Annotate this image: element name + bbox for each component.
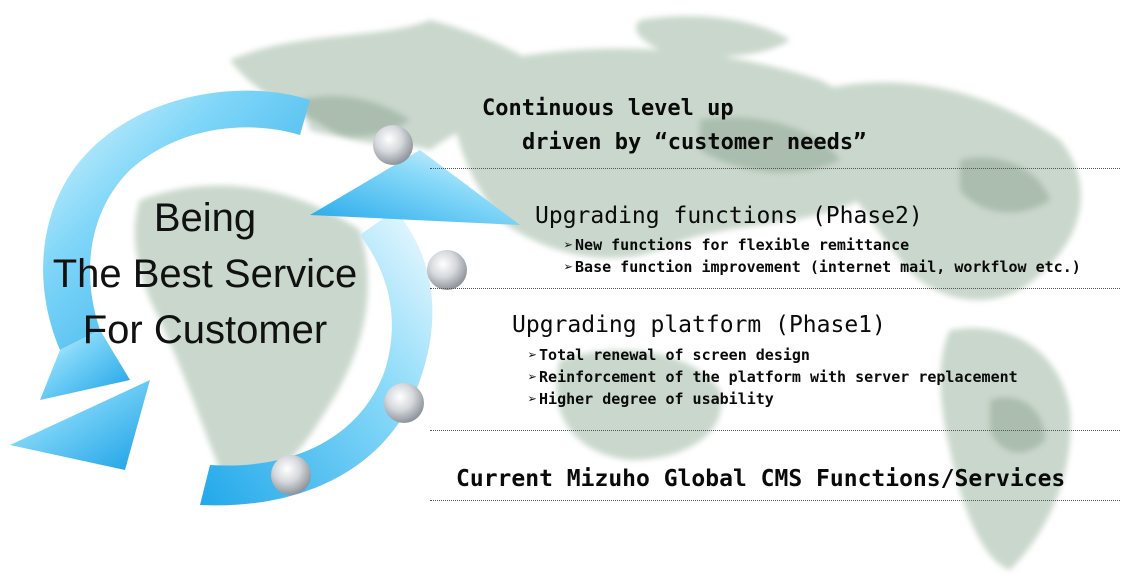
phase2-bullet-1: ➢New functions for flexible remittance xyxy=(564,236,909,254)
phase1-bullet-2-text: Reinforcement of the platform with serve… xyxy=(539,368,1018,386)
phase2-title: Upgrading functions (Phase2) xyxy=(535,203,923,229)
sphere-marker xyxy=(271,455,311,495)
bullet-arrow-icon: ➢ xyxy=(528,346,538,364)
sphere-marker xyxy=(427,250,467,290)
cycle-arrow-right xyxy=(200,150,520,506)
divider-phase2 xyxy=(430,288,1120,289)
bullet-arrow-icon: ➢ xyxy=(564,236,574,254)
sphere-marker xyxy=(373,125,413,165)
bullet-arrow-icon: ➢ xyxy=(528,390,538,408)
bullet-arrow-icon: ➢ xyxy=(528,368,538,386)
phase2-bullet-1-text: New functions for flexible remittance xyxy=(575,236,910,254)
phase1-title: Upgrading platform (Phase1) xyxy=(512,312,886,338)
bullet-arrow-icon: ➢ xyxy=(564,258,574,276)
cycle-arrows xyxy=(10,90,520,506)
center-statement: Being The Best Service For Customer xyxy=(0,190,410,358)
divider-top xyxy=(430,168,1120,169)
top-note-line-2: driven by “customer needs” xyxy=(522,130,867,155)
phase1-bullet-3-text: Higher degree of usability xyxy=(539,390,774,408)
phase2-bullet-2-text: Base function improvement (internet mail… xyxy=(575,258,1081,276)
phase1-bullet-3: ➢Higher degree of usability xyxy=(528,390,774,408)
center-line-1: Being xyxy=(153,196,257,240)
cycle-arrow-left xyxy=(10,90,310,470)
phase1-bullet-1: ➢Total renewal of screen design xyxy=(528,346,810,364)
center-line-3: For Customer xyxy=(82,308,328,352)
top-note-line-1: Continuous level up xyxy=(482,96,734,121)
divider-current xyxy=(430,500,1120,501)
phase1-bullet-1-text: Total renewal of screen design xyxy=(539,346,810,364)
current-title: Current Mizuho Global CMS Functions/Serv… xyxy=(456,466,1066,492)
sphere-marker xyxy=(384,383,424,423)
divider-phase1 xyxy=(430,430,1120,431)
center-line-2: The Best Service xyxy=(52,252,358,296)
phase2-bullet-2: ➢Base function improvement (internet mai… xyxy=(564,258,1081,276)
phase1-bullet-2: ➢Reinforcement of the platform with serv… xyxy=(528,368,1018,386)
